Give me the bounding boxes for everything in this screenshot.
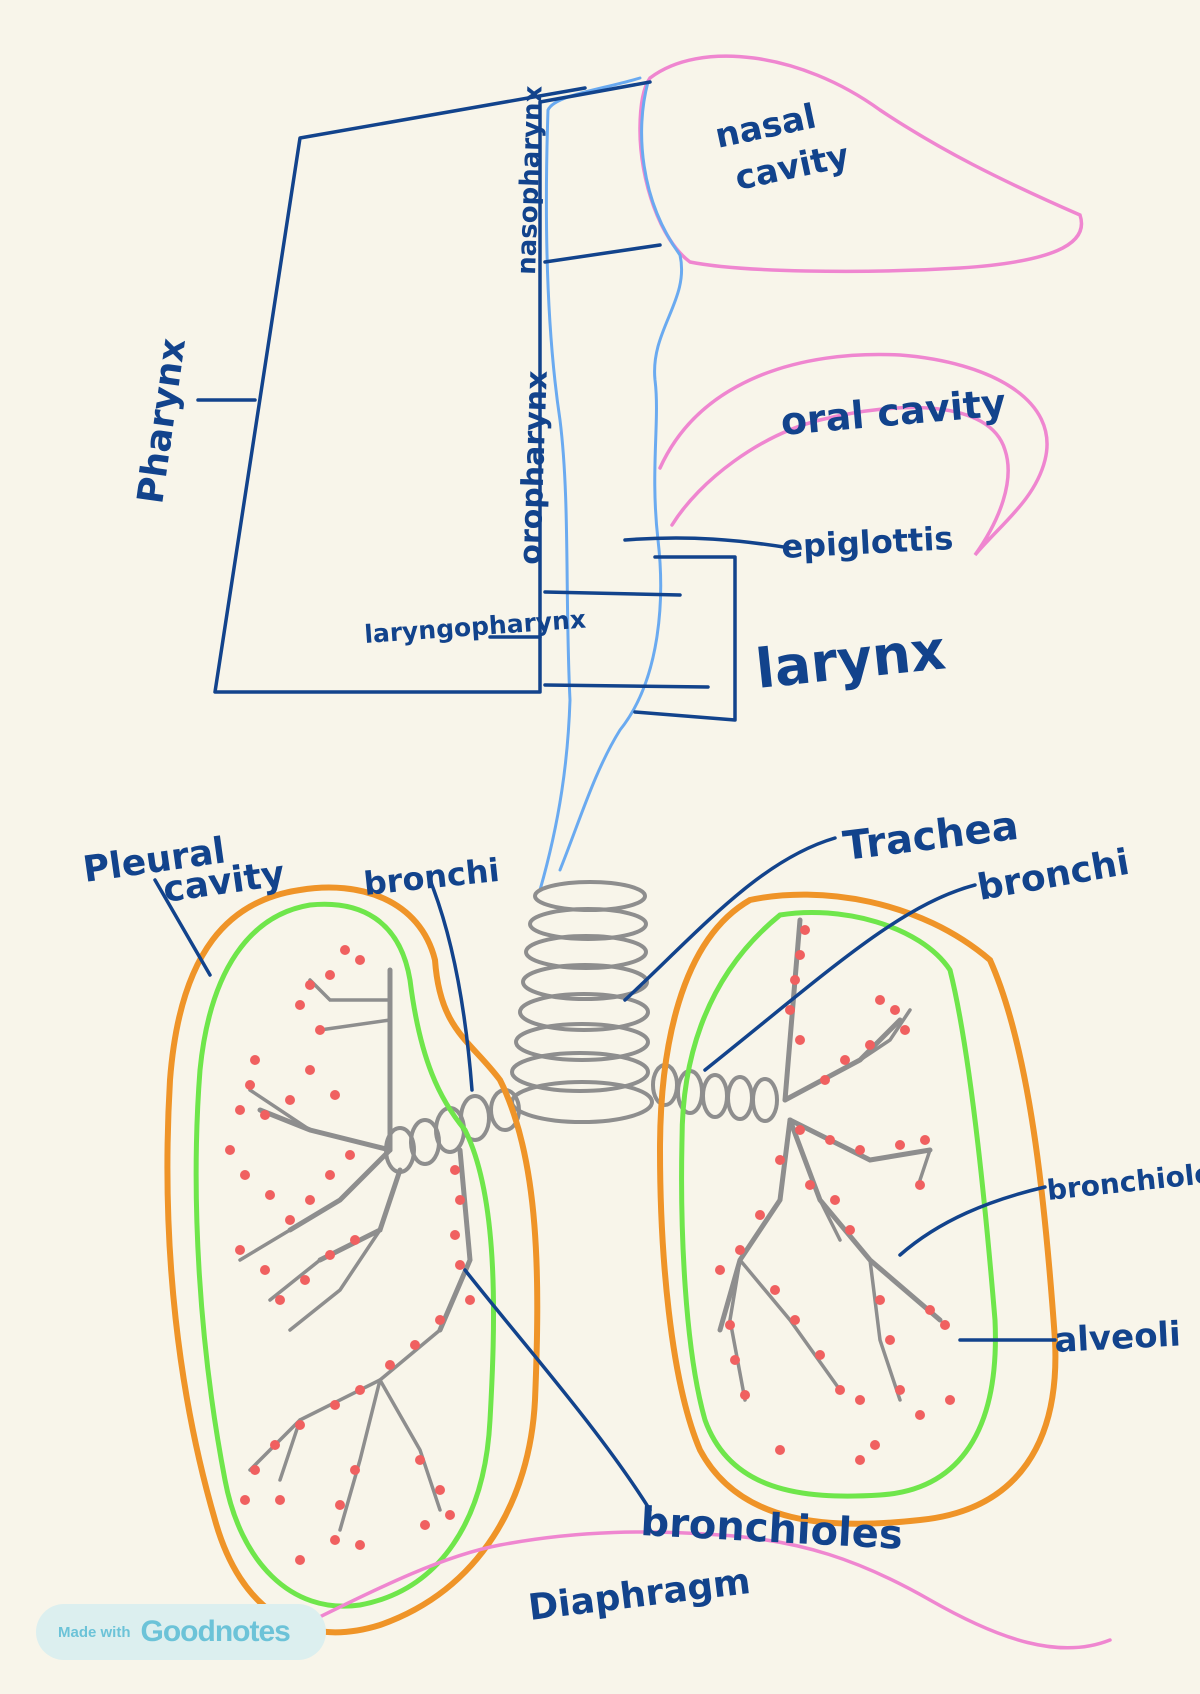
larynx-lower-line — [543, 683, 710, 689]
left-main-bronchus — [384, 1088, 521, 1174]
label-pharynx: Pharynx — [130, 336, 194, 506]
label-bronchi-left: bronchi — [362, 851, 501, 903]
label-oral-cavity: oral cavity — [779, 380, 1008, 444]
label-larynx: larynx — [753, 618, 949, 701]
larynx-bracket — [633, 555, 737, 722]
nasal-cavity-outline — [638, 54, 1084, 274]
left-bronchial-tree — [238, 967, 473, 1532]
label-alveoli: alveoli — [1053, 1314, 1181, 1361]
right-main-bronchus — [651, 1063, 779, 1123]
watermark-brand: Goodnotes — [140, 1615, 291, 1648]
bronchioles-right-pointer — [898, 1185, 1047, 1257]
diaphragm-outline — [248, 1530, 1112, 1652]
left-pleural-outline — [164, 884, 541, 1636]
right-pleural-outline — [656, 891, 1059, 1527]
trachea — [510, 880, 654, 1124]
label-bronchi-right: bronchi — [974, 842, 1132, 909]
trachea-pointer — [623, 836, 837, 1002]
label-oropharynx: oropharynx — [513, 370, 555, 565]
airway-anterior-wall — [558, 80, 683, 872]
watermark-made-with: Made with — [58, 1623, 131, 1641]
oral-cavity-outline — [658, 352, 1049, 557]
right-lung-outline — [679, 910, 998, 1499]
goodnotes-watermark: Made with Goodnotes — [36, 1604, 326, 1660]
right-alveoli — [715, 925, 955, 1465]
label-diaphragm: Diaphragm — [526, 1561, 753, 1629]
nasopharynx-divider — [543, 243, 662, 264]
bronchi-left-pointer — [428, 878, 474, 1092]
bronchioles-bottom-pointer — [463, 1268, 652, 1512]
pleural-cavity-pointer — [153, 878, 212, 977]
label-nasopharynx: nasopharynx — [512, 85, 549, 275]
left-lung-outline — [193, 901, 497, 1609]
epiglottis-pointer — [623, 536, 792, 550]
airway-posterior-wall — [538, 76, 642, 892]
label-trachea: Trachea — [841, 803, 1021, 870]
right-bronchial-tree — [717, 917, 943, 1402]
pharynx-bracket — [213, 80, 652, 694]
label-bronchioles-right: bronchioles — [1045, 1155, 1200, 1207]
bronchi-right-pointer — [703, 883, 977, 1072]
label-epiglottis: epiglottis — [780, 519, 954, 566]
laryngopharynx-divider — [543, 590, 682, 597]
label-laryngopharynx: laryngopharynx — [363, 605, 587, 649]
left-alveoli — [225, 945, 475, 1565]
label-bronchioles-bottom: bronchioles — [639, 1499, 903, 1559]
